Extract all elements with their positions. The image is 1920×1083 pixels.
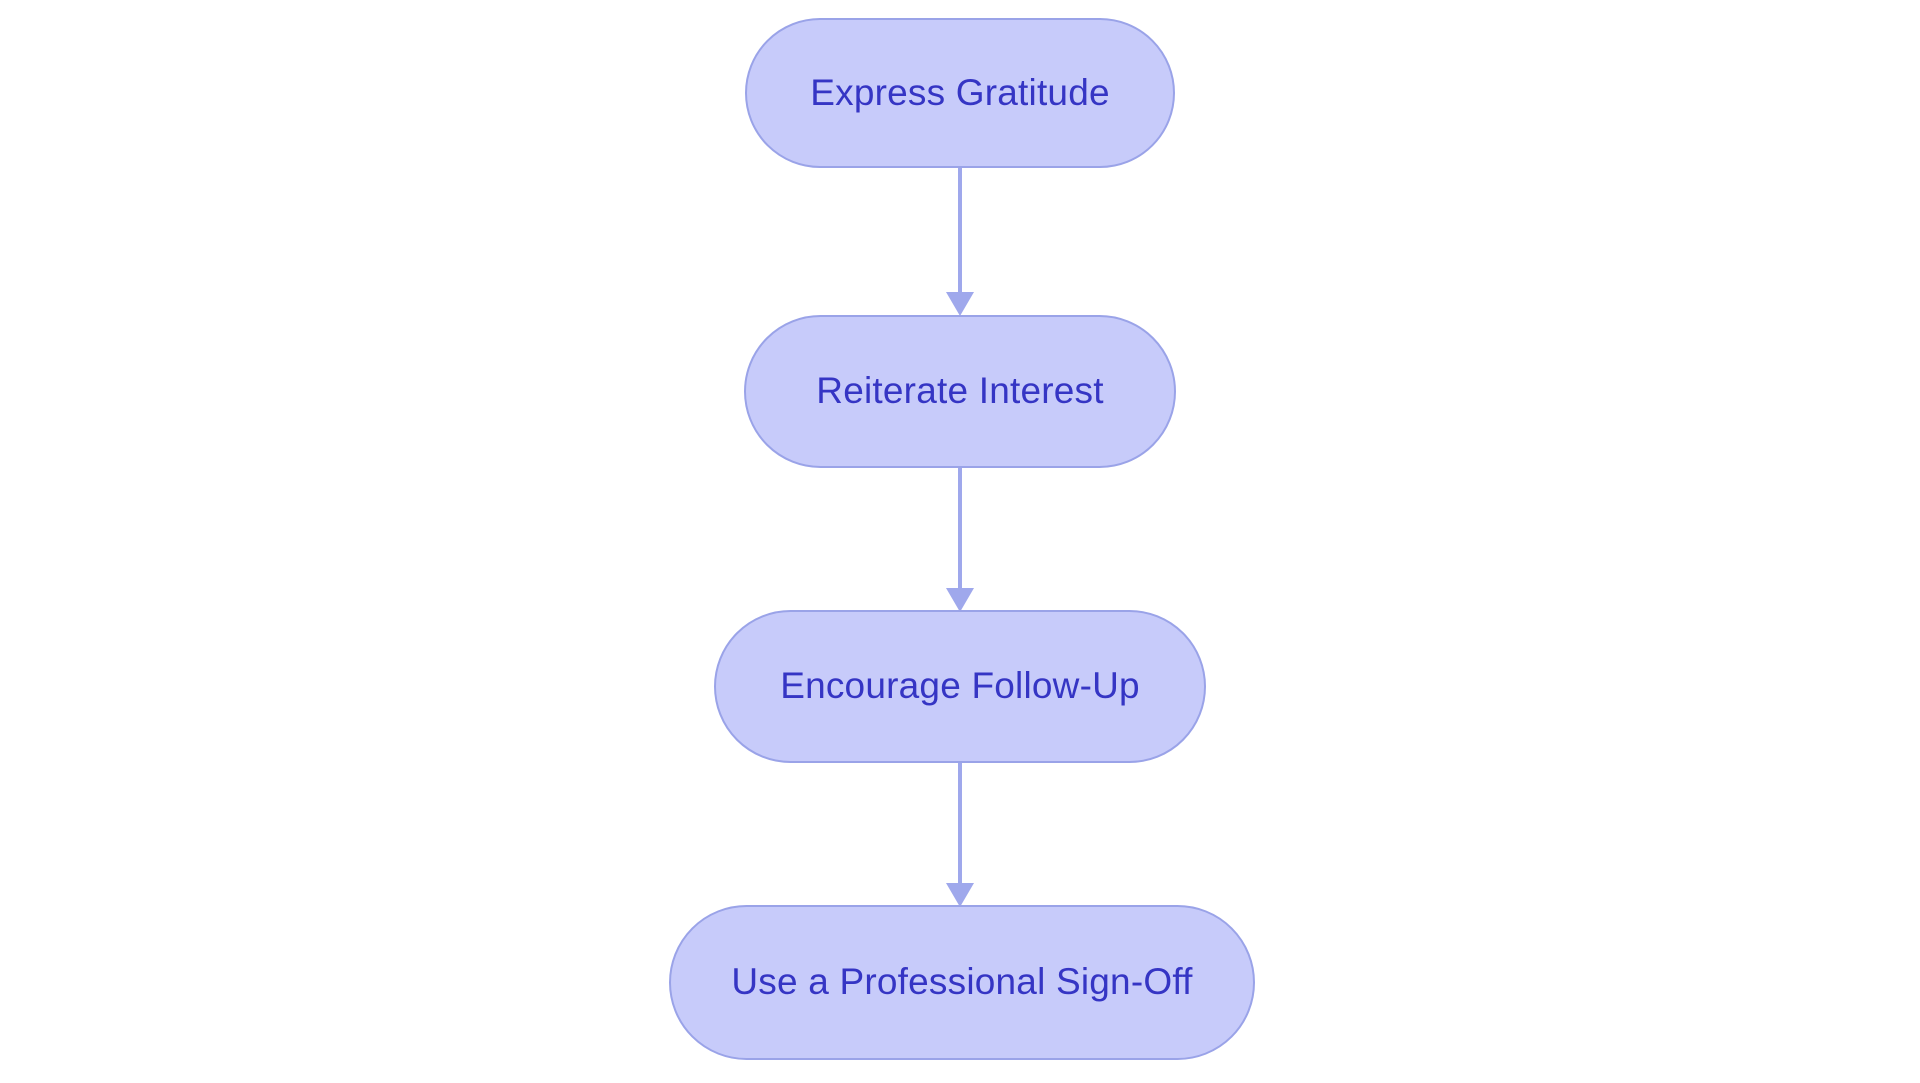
- flow-node-reiterate-interest[interactable]: Reiterate Interest: [744, 315, 1176, 468]
- flow-node-label: Express Gratitude: [810, 71, 1110, 113]
- flow-node-label: Use a Professional Sign-Off: [731, 961, 1193, 1003]
- flow-node-label: Encourage Follow-Up: [780, 665, 1140, 707]
- edge-reiterate-interest-to-encourage-follow-up: [946, 466, 974, 612]
- edge-express-gratitude-to-reiterate-interest: [946, 166, 974, 316]
- arrow-down-icon: [946, 588, 974, 612]
- arrow-down-icon: [946, 292, 974, 316]
- flow-node-encourage-follow-up[interactable]: Encourage Follow-Up: [714, 610, 1206, 763]
- edge-encourage-follow-up-to-use-a-professional-sign-off: [946, 761, 974, 907]
- flow-node-use-a-professional-sign-off[interactable]: Use a Professional Sign-Off: [669, 905, 1255, 1060]
- flow-node-label: Reiterate Interest: [816, 370, 1104, 412]
- arrow-down-icon: [946, 883, 974, 907]
- flow-node-express-gratitude[interactable]: Express Gratitude: [745, 18, 1175, 168]
